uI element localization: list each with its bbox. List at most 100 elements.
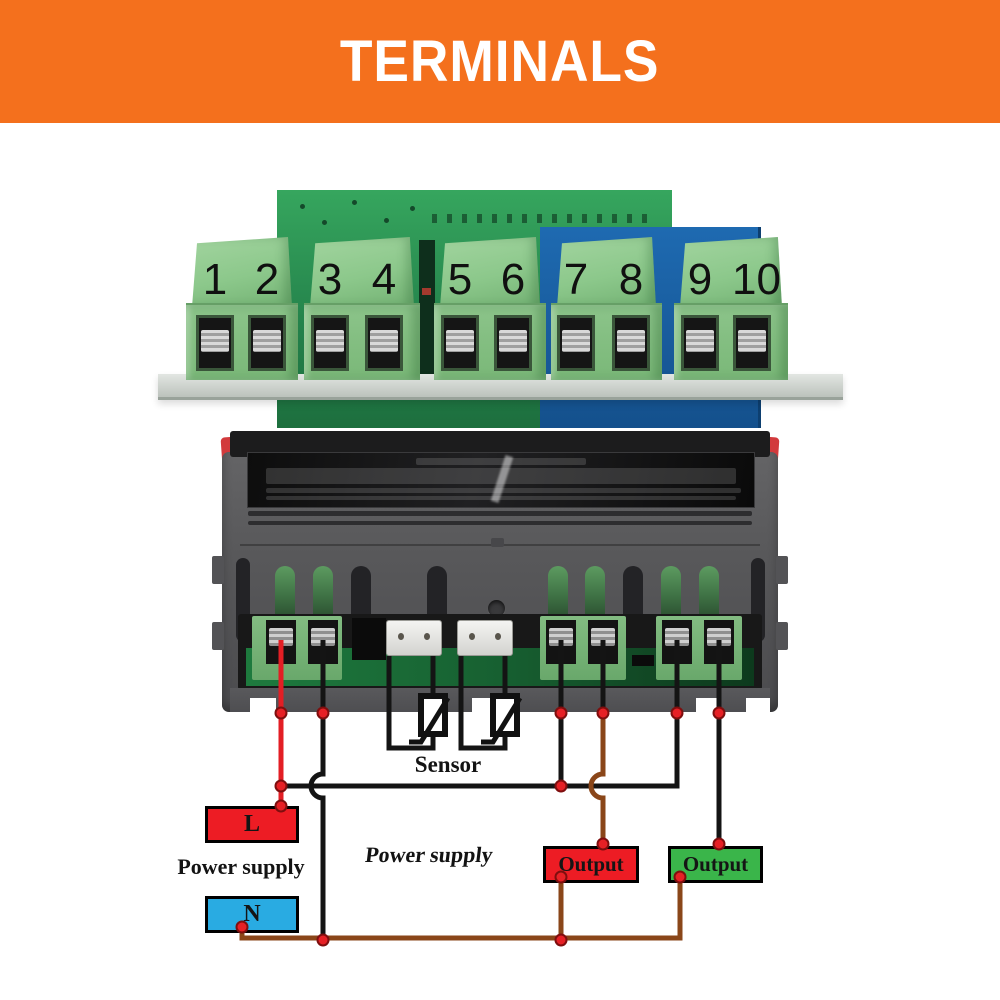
output-box-2: Output	[668, 846, 763, 883]
wire-output1-brown	[588, 713, 606, 846]
pcb-via	[300, 204, 305, 209]
sensor-connector-1	[386, 620, 442, 656]
terminal-board-photo: 1 2 3 4 5 6 7 8 9 10	[0, 140, 1000, 428]
pcb-via	[322, 220, 327, 225]
label-text-row	[416, 458, 586, 465]
terminal-number: 1	[202, 255, 228, 304]
terminal-block-top	[310, 237, 414, 307]
thermistor-symbol-2	[490, 693, 520, 737]
power-supply-left-label: Power supply	[177, 854, 305, 879]
terminal-block-top	[680, 237, 782, 307]
internal-pcb-edge	[246, 648, 754, 686]
connector-pin	[495, 633, 501, 640]
vent-slot	[548, 566, 568, 632]
terminal-opening	[704, 620, 734, 664]
terminal-recess	[238, 614, 762, 690]
connector-pin	[469, 633, 475, 640]
bottom-notch	[472, 698, 498, 713]
mount-clip-side-right	[759, 508, 774, 536]
thermistor-symbol-1	[418, 693, 448, 737]
terminal-block-bottom	[674, 303, 788, 380]
terminal-opening	[557, 315, 595, 371]
terminal-screw	[738, 330, 766, 352]
terminal-block-top	[192, 237, 292, 307]
terminal-block-bottom	[551, 303, 662, 380]
terminal-screw	[269, 628, 293, 646]
terminal-screw	[665, 628, 689, 646]
terminal-block-bottom	[434, 303, 546, 380]
output-1-label: Output	[558, 852, 624, 876]
terminal-screw	[446, 330, 474, 352]
vent-slot	[585, 566, 605, 632]
terminal-number: 2	[254, 255, 280, 304]
pcb-component-gap	[419, 240, 435, 376]
controller-top-bar	[230, 431, 770, 457]
housing-seam	[240, 544, 760, 546]
terminal-opening	[365, 315, 403, 371]
terminal-number: 6	[500, 255, 526, 304]
terminal-screw	[499, 330, 527, 352]
sensor-label: Sensor	[414, 752, 482, 777]
pcb-solder-pads	[432, 214, 657, 223]
vent-slot	[427, 566, 447, 632]
terminal-opening	[248, 315, 286, 371]
housing-seam-notch	[491, 538, 504, 547]
page-title: TERMINALS	[340, 29, 660, 94]
wire-neutral-black	[308, 640, 326, 940]
header-banner: TERMINALS	[0, 0, 1000, 123]
neutral-label: N	[243, 901, 261, 927]
vent-slot	[623, 566, 643, 632]
neutral-terminal-box: N	[205, 896, 299, 933]
vent-slot	[351, 566, 371, 632]
terminal-opening	[733, 315, 771, 371]
terminal-number: 5	[447, 255, 473, 304]
rail-tab	[776, 622, 788, 650]
terminal-screw	[591, 628, 615, 646]
terminal-number: 8	[618, 255, 644, 304]
label-text-row	[266, 468, 736, 484]
spec-label	[247, 452, 755, 508]
mount-clip-side-left	[226, 508, 241, 536]
junction-dots	[235, 706, 726, 947]
terminal-screw	[562, 330, 590, 352]
thermistor-stroke-2	[481, 696, 523, 745]
connector-pin	[424, 633, 430, 640]
terminal-opening	[612, 315, 650, 371]
output-box-1: Output	[543, 846, 639, 883]
terminal-number: 3	[317, 255, 343, 304]
vent-slot	[389, 566, 409, 632]
terminal-opening	[494, 315, 532, 371]
controller-housing	[222, 452, 778, 712]
vent-slot	[751, 558, 765, 642]
live-terminal-box: L	[205, 806, 299, 843]
terminal-screw	[549, 628, 573, 646]
terminal-screw	[316, 330, 344, 352]
connector-pin	[398, 633, 404, 640]
thermistor-stroke-1	[409, 696, 451, 745]
terminal-opening	[308, 620, 338, 664]
terminal-number: 9	[687, 255, 713, 304]
mount-clip-top-left	[220, 434, 270, 482]
power-supply-center-label: Power supply	[363, 842, 495, 867]
terminal-number: 7	[563, 255, 589, 304]
terminal-opening	[311, 315, 349, 371]
bottom-notch	[250, 698, 276, 713]
terminal-block-top	[440, 237, 540, 307]
terminal-opening	[266, 620, 296, 664]
label-glare	[490, 454, 514, 504]
jack-opening	[352, 618, 386, 660]
vent-slot	[236, 558, 250, 642]
pcb-component	[422, 288, 431, 295]
terminal-opening	[588, 620, 618, 664]
case-screw-hole	[488, 600, 505, 617]
pcb-via	[410, 206, 415, 211]
wire-neutral-bus-brown	[239, 877, 683, 941]
live-label: L	[243, 811, 260, 837]
bottom-notch	[696, 698, 720, 713]
output-2-label: Output	[682, 852, 749, 876]
label-text-row	[266, 488, 741, 493]
pcb-component	[632, 655, 654, 666]
sensor-loop-2	[458, 656, 508, 751]
sensor-connector-2	[457, 620, 513, 656]
pcb-via	[352, 200, 357, 205]
